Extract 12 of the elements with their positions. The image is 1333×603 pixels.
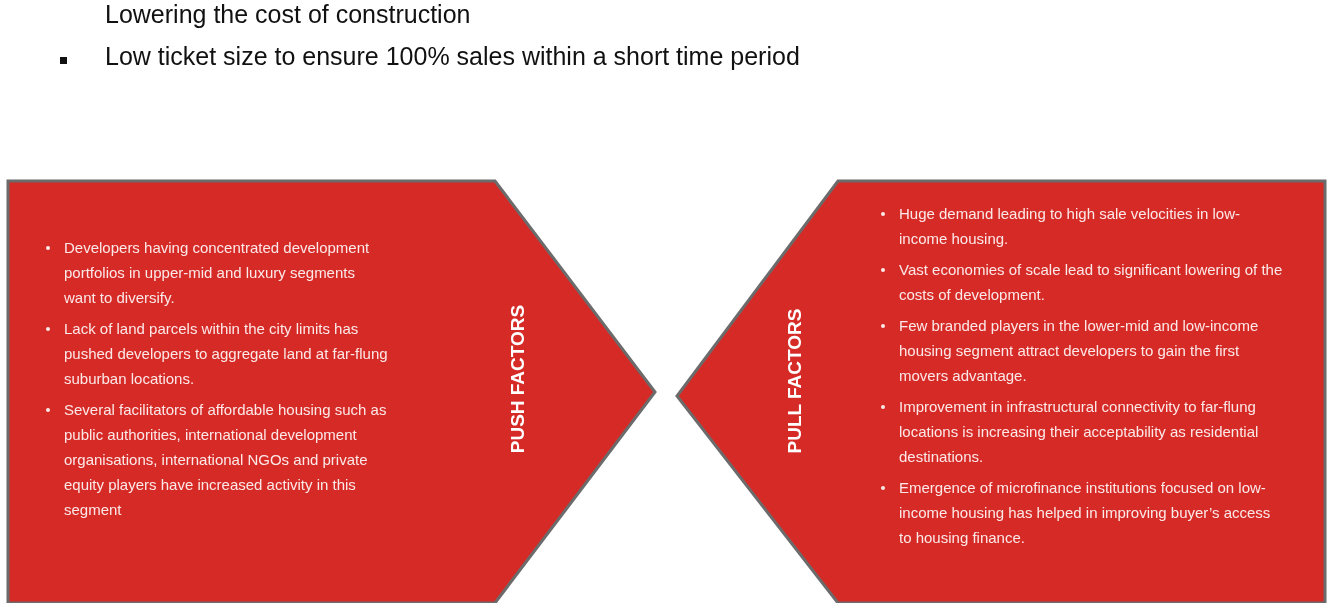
bullet-text: Lack of land parcels within the city limits has pushed developers to aggregate land at far-flung suburban locations. — [64, 320, 388, 387]
bullet-text: Few branded players in the lower-mid and low-income housing segment attract developers to gain the first movers advantage. — [899, 317, 1259, 384]
bullet-text: Low ticket size to ensure 100% sales within a short time period — [105, 42, 800, 71]
bullet-text: Huge demand leading to high sale velocities in low-income housing. — [899, 205, 1241, 247]
bullet-text: Vast economies of scale lead to significant lowering of the costs of development. — [899, 261, 1283, 303]
bullet-text: Several facilitators of affordable housing such as public authorities, international development organisations, international NGOs and private equity players have increased activity in this segment — [64, 401, 387, 518]
bullet-text: Improvement in infrastructural connectivity to far-flung locations is increasing their acceptability as residential destinations. — [899, 398, 1259, 465]
bullet-text: Lowering the cost of construction — [105, 0, 471, 29]
bullet-text: Emergence of microfinance institutions focused on low-income housing has helped in improving buyer’s access to housing finance. — [899, 479, 1271, 546]
heading: PUSH FACTORS — [506, 304, 529, 454]
heading: PULL FACTORS — [784, 308, 806, 454]
bullet-text: Developers having concentrated development portfolios in upper-mid and luxury segments want to diversify. — [64, 239, 370, 306]
